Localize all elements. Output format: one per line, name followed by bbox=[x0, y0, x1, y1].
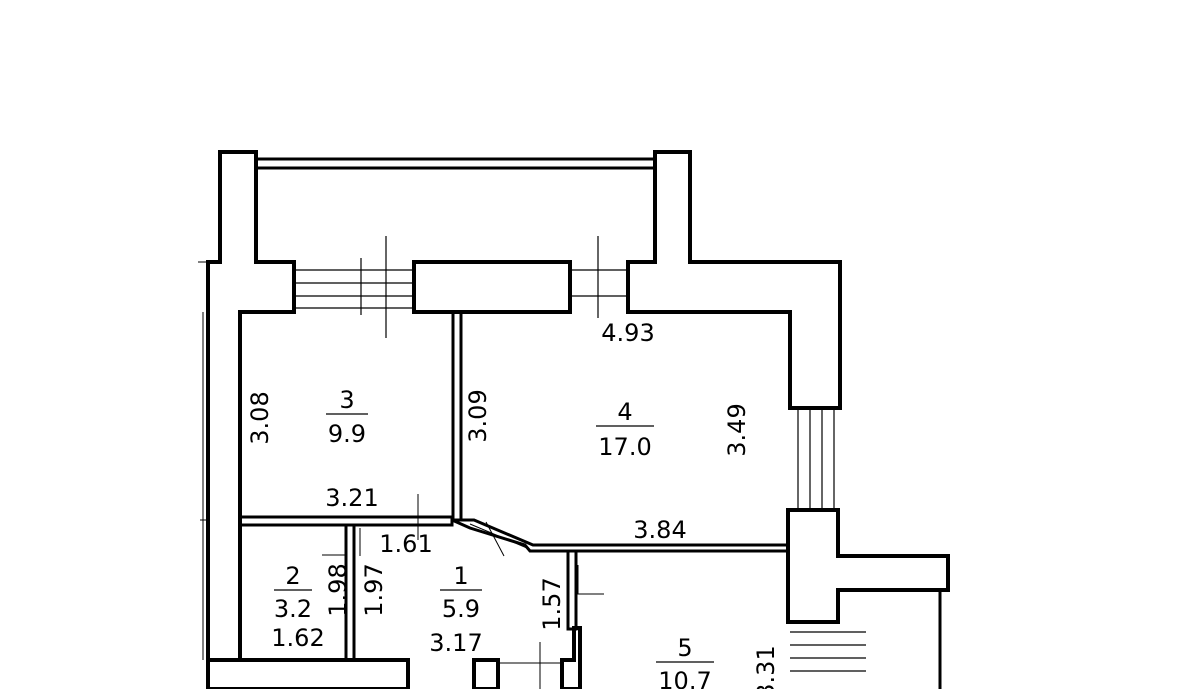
outer-walls bbox=[206, 150, 950, 689]
room-area: 3.2 bbox=[274, 595, 312, 623]
dim-3-49: 3.49 bbox=[723, 403, 751, 456]
partition-1-5 bbox=[566, 549, 578, 631]
partition-2-1 bbox=[344, 523, 356, 662]
dimension-labels: 4.93 3.21 3.84 1.61 1.62 3.17 3.08 3.09 … bbox=[246, 319, 780, 689]
dim-3-17: 3.17 bbox=[429, 629, 482, 657]
dim-3-09: 3.09 bbox=[464, 389, 492, 442]
interior-walls bbox=[238, 310, 790, 662]
door-marks bbox=[322, 494, 604, 689]
room-2-label: 2 3.2 bbox=[274, 562, 312, 623]
room-number: 2 bbox=[285, 562, 300, 590]
dim-4-93: 4.93 bbox=[601, 319, 654, 347]
dim-3-21: 3.21 bbox=[325, 484, 378, 512]
room-number: 3 bbox=[339, 386, 354, 414]
window-room4 bbox=[570, 236, 628, 318]
window-room4-right bbox=[797, 408, 835, 510]
room-1-label: 1 5.9 bbox=[440, 562, 482, 623]
wall-middle-block bbox=[412, 260, 572, 314]
wall-bottom-block-a bbox=[472, 658, 500, 689]
partition-3-4 bbox=[451, 310, 463, 522]
wall-bottom-block-b bbox=[560, 626, 582, 689]
window-room3 bbox=[294, 236, 414, 338]
wall-left-top bbox=[206, 150, 296, 662]
dim-1-61: 1.61 bbox=[379, 530, 432, 558]
window-room5-right bbox=[790, 631, 866, 672]
wall-right-upper bbox=[626, 150, 842, 410]
room-5-label: 5 10.7 bbox=[656, 634, 714, 689]
dim-3-31: 3.31 bbox=[752, 645, 780, 689]
room-number: 5 bbox=[677, 634, 692, 662]
facade-left bbox=[198, 261, 210, 660]
dim-1-62: 1.62 bbox=[271, 624, 324, 652]
dim-1-98: 1.98 bbox=[324, 563, 352, 616]
room-number: 1 bbox=[453, 562, 468, 590]
dim-3-84: 3.84 bbox=[633, 516, 686, 544]
room-3-label: 3 9.9 bbox=[326, 386, 368, 448]
dim-1-97: 1.97 bbox=[360, 563, 388, 616]
dim-1-57: 1.57 bbox=[538, 577, 566, 630]
room-number: 4 bbox=[617, 398, 632, 426]
room-area: 10.7 bbox=[658, 667, 711, 689]
room-area: 5.9 bbox=[442, 595, 480, 623]
wall-right-middle bbox=[786, 508, 950, 624]
room-area: 9.9 bbox=[328, 420, 366, 448]
balcony bbox=[256, 157, 655, 170]
room-4-label: 4 17.0 bbox=[596, 398, 654, 461]
wall-bottom-left bbox=[206, 658, 410, 689]
room-area: 17.0 bbox=[598, 433, 651, 461]
dim-3-08: 3.08 bbox=[246, 391, 274, 444]
partition-angled bbox=[451, 518, 790, 553]
